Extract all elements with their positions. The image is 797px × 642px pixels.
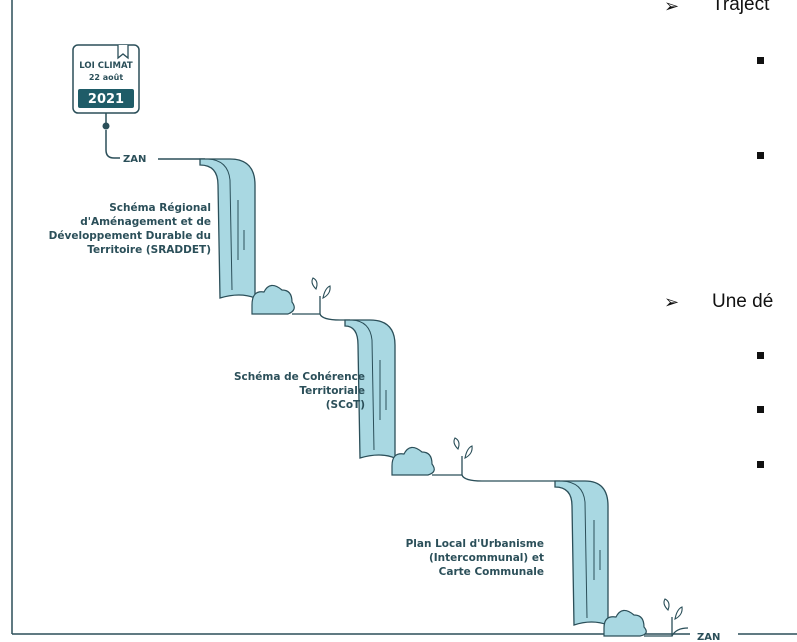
badge-line1: LOI CLIMAT [79, 61, 133, 71]
waterfall-step-1 [199, 158, 350, 321]
badge-year: 2021 [88, 92, 124, 107]
badge-line2: 22 août [89, 73, 124, 82]
zan-bottom-label: ZAN [697, 632, 720, 642]
level-label-plu: Plan Local d'Urbanisme(Intercommunal) et… [405, 538, 544, 578]
badge-dot [102, 122, 110, 130]
square-bullet-icon-2 [757, 152, 764, 159]
zan-top-label: ZAN [123, 154, 146, 165]
square-bullet-icon-4 [757, 406, 764, 413]
square-bullet-icon-1 [757, 57, 764, 64]
side-heading-2: Une dé [712, 291, 774, 312]
waterfall-step-2 [344, 319, 560, 482]
sprout-icon-1 [311, 277, 318, 290]
calendar-badge-icon: LOI CLIMAT 22 août 2021 [72, 44, 140, 114]
sprout-icon-2 [453, 437, 460, 450]
arrow-bullet-icon-1: ➢ [664, 0, 680, 17]
sprout-icon-3 [663, 598, 670, 611]
arrow-bullet-icon-2: ➢ [664, 292, 680, 313]
waterfall-step-3 [554, 480, 689, 637]
square-bullet-icon-5 [757, 461, 764, 468]
side-heading-1: Traject [712, 0, 770, 15]
square-bullet-icon-3 [757, 352, 764, 359]
